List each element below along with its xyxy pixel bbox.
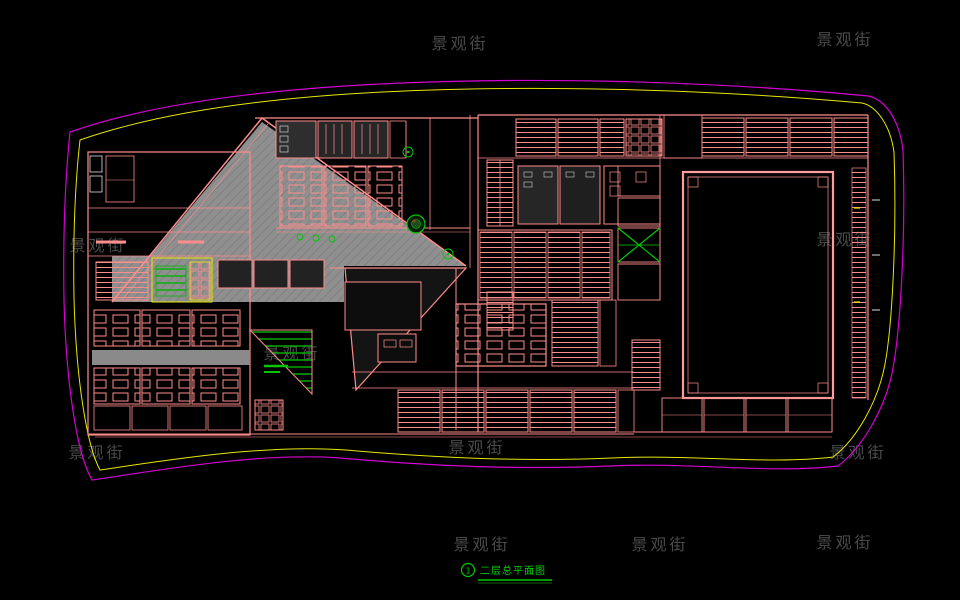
landscape-trees xyxy=(296,146,454,260)
watermark-text: 景观街 xyxy=(448,438,506,457)
escalator xyxy=(95,261,149,301)
watermark-text: 景观街 xyxy=(453,535,511,554)
title-index-bubble xyxy=(460,562,476,578)
watermark-text: 景观街 xyxy=(631,535,689,554)
left-wing xyxy=(87,151,284,436)
dimension-ticks xyxy=(854,199,880,311)
gymnasium xyxy=(681,170,835,400)
entry-steps xyxy=(248,329,313,396)
bleachers xyxy=(851,167,867,399)
tree-icon xyxy=(442,248,454,260)
right-wing xyxy=(617,117,869,433)
watermark-text: 景观街 xyxy=(816,533,874,552)
fixture xyxy=(89,175,103,193)
title-index: 1 xyxy=(465,567,470,576)
stair-grid xyxy=(254,399,284,431)
stair xyxy=(631,339,661,391)
planter-court xyxy=(151,257,213,303)
watermark-text: 景观街 xyxy=(431,34,489,53)
watermark-text: 景观街 xyxy=(816,30,874,49)
center-block xyxy=(352,114,703,433)
watermark-text: 景观街 xyxy=(68,443,126,462)
escalator-cross xyxy=(617,227,661,263)
property-line xyxy=(63,79,905,481)
top-center-block xyxy=(217,120,422,363)
title-block: 1 二层总平面图 xyxy=(460,562,552,584)
tree-icon xyxy=(402,146,414,158)
setback-line xyxy=(73,87,896,471)
seating-hall xyxy=(455,303,547,367)
drawing-title: 二层总平面图 xyxy=(480,564,546,577)
corridor xyxy=(92,350,250,365)
fixture xyxy=(89,155,103,173)
